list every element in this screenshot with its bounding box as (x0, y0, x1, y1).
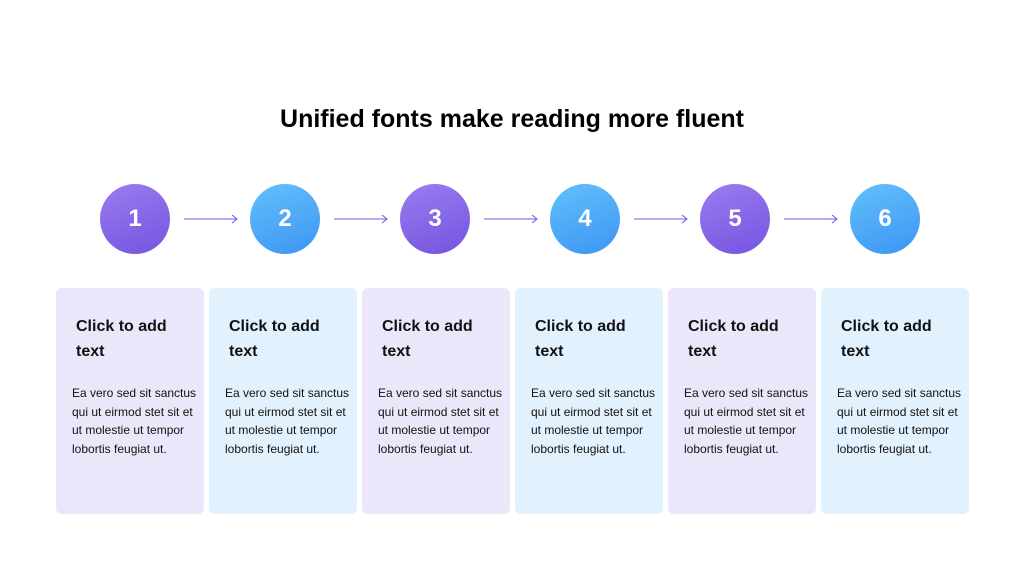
step-5-body[interactable]: Ea vero sed sit sanctus qui ut eirmod st… (684, 386, 809, 456)
step-3-card[interactable]: Click to add text Ea vero sed sit sanctu… (362, 288, 510, 514)
arrow-right-icon (484, 214, 538, 224)
step-5-heading[interactable]: Click to add text (688, 318, 779, 360)
step-4-heading[interactable]: Click to add text (535, 318, 626, 360)
step-4-number: 4 (578, 205, 592, 232)
step-3-body[interactable]: Ea vero sed sit sanctus qui ut eirmod st… (378, 386, 503, 456)
step-6-heading[interactable]: Click to add text (841, 318, 932, 360)
step-5-circle: 5 (700, 184, 770, 254)
step-1-circle: 1 (100, 184, 170, 254)
step-1-body[interactable]: Ea vero sed sit sanctus qui ut eirmod st… (72, 386, 197, 456)
arrow-right-icon (184, 214, 238, 224)
step-6-circle: 6 (850, 184, 920, 254)
step-4-body[interactable]: Ea vero sed sit sanctus qui ut eirmod st… (531, 386, 656, 456)
step-1-card[interactable]: Click to add text Ea vero sed sit sanctu… (56, 288, 204, 514)
step-4-circle: 4 (550, 184, 620, 254)
step-1-heading[interactable]: Click to add text (76, 318, 167, 360)
step-3-number: 3 (428, 205, 442, 232)
step-5-number: 5 (728, 205, 742, 232)
step-1-number: 1 (128, 205, 142, 232)
arrow-right-icon (634, 214, 688, 224)
step-3-heading[interactable]: Click to add text (382, 318, 473, 360)
step-6-card[interactable]: Click to add text Ea vero sed sit sanctu… (821, 288, 969, 514)
arrow-right-icon (334, 214, 388, 224)
step-4-card[interactable]: Click to add text Ea vero sed sit sanctu… (515, 288, 663, 514)
step-2-heading[interactable]: Click to add text (229, 318, 320, 360)
step-5-card[interactable]: Click to add text Ea vero sed sit sanctu… (668, 288, 816, 514)
step-2-card[interactable]: Click to add text Ea vero sed sit sanctu… (209, 288, 357, 514)
step-2-number: 2 (278, 205, 292, 232)
step-6-body[interactable]: Ea vero sed sit sanctus qui ut eirmod st… (837, 386, 962, 456)
step-6-number: 6 (878, 205, 892, 232)
step-3-circle: 3 (400, 184, 470, 254)
step-2-body[interactable]: Ea vero sed sit sanctus qui ut eirmod st… (225, 386, 350, 456)
slide-title: Unified fonts make reading more fluent (280, 105, 744, 133)
step-2-circle: 2 (250, 184, 320, 254)
arrow-right-icon (784, 214, 838, 224)
